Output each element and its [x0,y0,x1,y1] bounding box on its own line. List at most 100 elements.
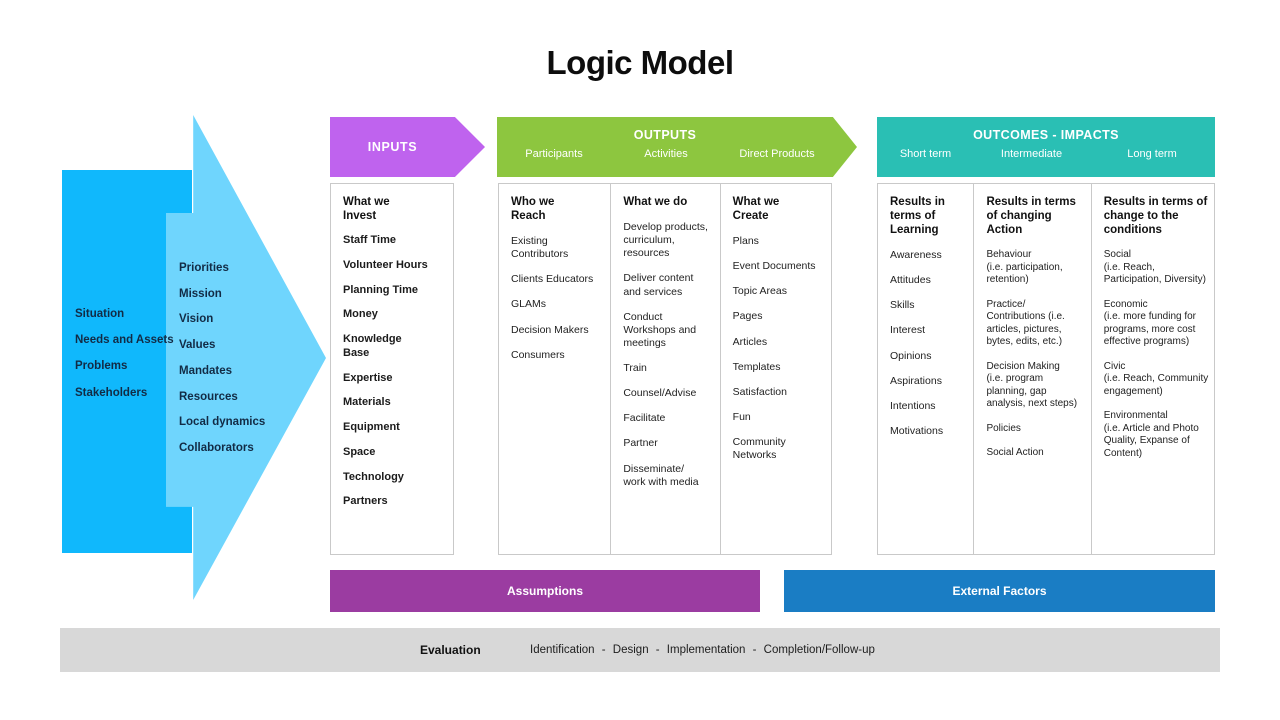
outputs-item: Facilitate [623,412,666,425]
context-item: Vision [179,313,214,326]
inputs-item: Knowledge Base [343,333,402,359]
inputs-item: Partners [343,495,388,508]
outputs-item: Plans [732,235,759,248]
outputs-item: Articles [732,335,768,348]
outputs-sublabel-direct-products: Direct Products [739,148,815,160]
evaluation-bar: Evaluation Identification - Design - Imp… [60,628,1220,672]
outcomes-header-label: OUTCOMES - IMPACTS [973,128,1119,142]
context-item: Values [179,339,216,352]
external-factors-bar: External Factors [784,570,1215,612]
context-item: Priorities [179,262,229,274]
outputs-header-arrow: OUTPUTS Participants Activities Direct P… [497,117,857,177]
outcomes-item: Social Action [986,447,1044,459]
evaluation-stages: Identification - Design - Implementation… [530,644,875,656]
outputs-item: Decision Makers [511,323,589,336]
situation-item: Situation [75,308,125,320]
outputs-item: GLAMs [511,298,547,311]
outcomes-item: Skills [890,299,915,312]
outcomes-item: Attitudes [890,274,931,287]
outcomes-item: Social (i.e. Reach, Participation, Diver… [1103,249,1207,286]
outputs-sublabels: Participants Activities Direct Products [497,148,833,160]
situation-item: Stakeholders [75,386,148,399]
outputs-column-title: Who we Reach [511,196,555,223]
inputs-item: Equipment [343,421,400,434]
outputs-column-what-we-do: What we do Develop products, curriculum,… [610,184,719,554]
inputs-item: Expertise [343,371,393,384]
inputs-column-title: What we Invest [343,196,390,223]
situation-item: Needs and Assets [75,334,174,347]
outcomes-column-title: Results in terms of change to the condit… [1103,196,1208,237]
context-item: Mission [179,287,222,300]
outputs-column-title: What we Create [732,196,780,223]
outputs-column-title: What we do [623,196,688,208]
inputs-item: Space [343,445,376,458]
inputs-item: Technology [343,470,404,483]
outcomes-header-bar: OUTCOMES - IMPACTS Short term Intermedia… [877,117,1215,177]
outputs-item: Partner [623,437,658,450]
outputs-item: Develop products, curriculum, resources [623,221,708,260]
assumptions-label: Assumptions [506,584,583,598]
evaluation-label: Evaluation [420,643,481,657]
outcomes-column-title: Results in terms of Learning [890,196,945,237]
outputs-item: Conduct Workshops and meetings [623,310,697,349]
outcomes-item: Awareness [890,249,942,262]
outputs-item: Pages [732,310,763,323]
outputs-item: Disseminate/ work with media [623,462,699,488]
context-item: Resources [179,390,238,403]
outcomes-item: Aspirations [890,374,942,387]
inputs-item: Materials [343,396,391,409]
outputs-item: Train [623,362,647,375]
outputs-columns: Who we Reach Existing Contributors Clien… [498,183,832,555]
outcomes-column-changing-action: Results in terms of changing Action Beha… [973,184,1090,554]
outputs-item: Clients Educators [511,273,594,286]
outputs-sublabel-activities: Activities [644,148,688,160]
outcomes-item: Economic (i.e. more funding for programs… [1103,298,1197,348]
outputs-item: Satisfaction [732,385,787,398]
outputs-item: Event Documents [732,260,816,273]
outputs-header-label: OUTPUTS [633,128,697,142]
outcomes-item: Interest [890,324,926,337]
outputs-item: Community Networks [732,436,786,462]
outputs-item: Fun [732,410,751,423]
outcomes-item: Decision Making (i.e. program planning, … [986,360,1078,410]
external-factors-label: External Factors [952,584,1047,598]
outputs-column-what-we-create: What we Create Plans Event Documents Top… [719,184,831,554]
outcomes-item: Practice/ Contributions (i.e. articles, … [986,298,1065,348]
outputs-sublabel-participants: Participants [525,148,583,160]
outputs-column-who-we-reach: Who we Reach Existing Contributors Clien… [499,184,610,554]
context-item: Collaborators [179,442,254,455]
page-title: Logic Model [546,44,735,81]
outcomes-columns: Results in terms of Learning Awareness A… [877,183,1215,555]
inputs-column: What we Invest Staff Time Volunteer Hour… [330,183,454,555]
situation-item: Problems [75,360,128,373]
outputs-item: Consumers [511,348,565,361]
outputs-item: Counsel/Advise [623,387,697,400]
context-list: Priorities Mission Vision Values Mandate… [179,262,297,455]
inputs-item: Staff Time [343,234,396,247]
outcomes-sublabel-short-term: Short term [899,148,952,160]
outcomes-item: Policies [986,422,1021,434]
outcomes-column-title: Results in terms of changing Action [986,196,1076,237]
outcomes-item: Opinions [890,349,932,362]
outcomes-column-conditions: Results in terms of change to the condit… [1090,184,1214,554]
inputs-item: Volunteer Hours [343,258,428,271]
outcomes-column-learning: Results in terms of Learning Awareness A… [878,184,973,554]
inputs-item: Money [343,308,378,321]
outputs-item: Deliver content and services [623,272,694,298]
outcomes-sublabels: Short term Intermediate Long term [877,148,1215,160]
outcomes-item: Behaviour (i.e. participation, retention… [986,249,1063,286]
outcomes-sublabel-intermediate: Intermediate [1000,148,1063,160]
outcomes-item: Intentions [890,399,936,412]
inputs-item: Planning Time [343,283,418,296]
outcomes-sublabel-long-term: Long term [1127,148,1177,160]
situation-list: Situation Needs and Assets Problems Stak… [75,308,179,400]
assumptions-bar: Assumptions [330,570,760,612]
outputs-item: Topic Areas [732,285,787,298]
outcomes-item: Civic (i.e. Reach, Community engagement) [1103,360,1209,397]
context-item: Mandates [179,364,233,377]
outcomes-item: Environmental (i.e. Article and Photo Qu… [1103,410,1199,459]
inputs-header-arrow: INPUTS [330,117,485,177]
inputs-header-label: INPUTS [367,140,418,154]
outputs-item: Existing Contributors [511,235,569,261]
